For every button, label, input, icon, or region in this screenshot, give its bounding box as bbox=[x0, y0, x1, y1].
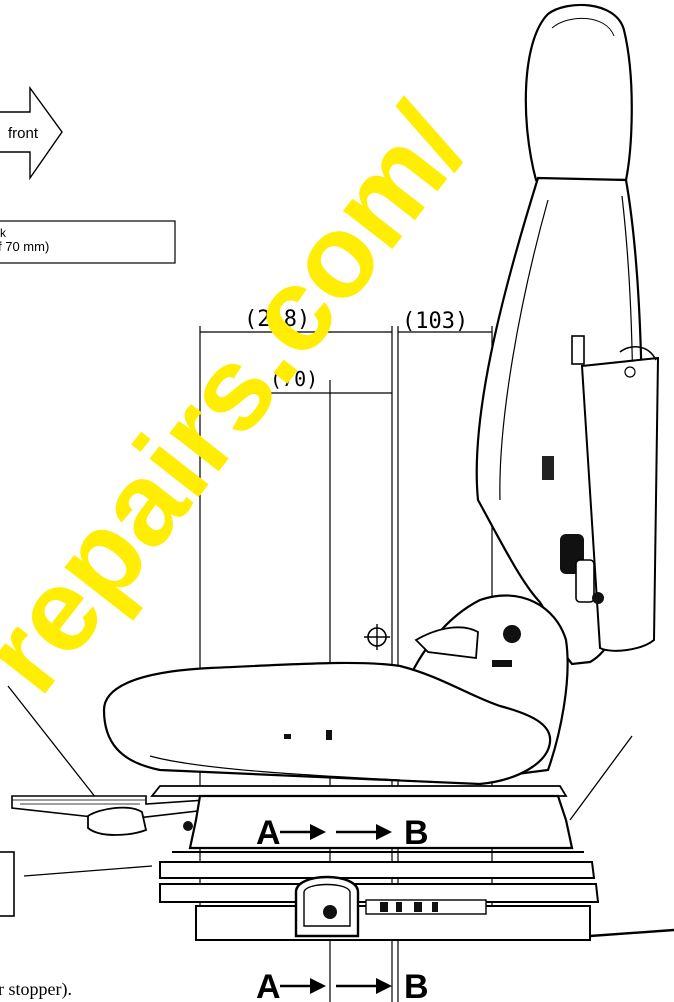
armrest bbox=[580, 356, 660, 652]
front-arrow: front bbox=[0, 85, 63, 181]
section-b-upper: B bbox=[404, 814, 429, 852]
weight-adjust-knob bbox=[294, 875, 360, 938]
stroke-note-line2: f 70 mm) bbox=[0, 239, 49, 254]
headrest bbox=[524, 3, 633, 182]
upper-rail bbox=[150, 785, 568, 797]
section-a-lower: A bbox=[256, 968, 281, 1002]
leader-line-lever bbox=[7, 685, 97, 799]
front-label: front bbox=[8, 125, 39, 142]
leader-line-right bbox=[569, 735, 633, 821]
recline-lever bbox=[560, 534, 604, 604]
seat-cushion bbox=[102, 661, 552, 786]
watermark-text: repairs.com/ bbox=[0, 82, 493, 716]
stroke-note-line1: k bbox=[0, 226, 7, 240]
section-a-upper: A bbox=[256, 814, 281, 852]
dim-label-218: (2 8) bbox=[244, 307, 310, 332]
caption-fragment: r stopper). bbox=[0, 979, 72, 1000]
leader-line-base bbox=[23, 865, 153, 877]
dim-label-103: (103) bbox=[402, 309, 468, 334]
left-edge-box bbox=[0, 851, 15, 917]
section-b-lower: B bbox=[404, 968, 429, 1002]
stroke-note-box: k f 70 mm) bbox=[0, 220, 176, 264]
section-marker-upper: A B bbox=[256, 814, 429, 852]
suspension-housing bbox=[188, 794, 574, 850]
cog-target-icon bbox=[364, 624, 390, 650]
section-marker-lower: A B bbox=[256, 968, 429, 1002]
dim-label-70: (70) bbox=[270, 367, 318, 391]
